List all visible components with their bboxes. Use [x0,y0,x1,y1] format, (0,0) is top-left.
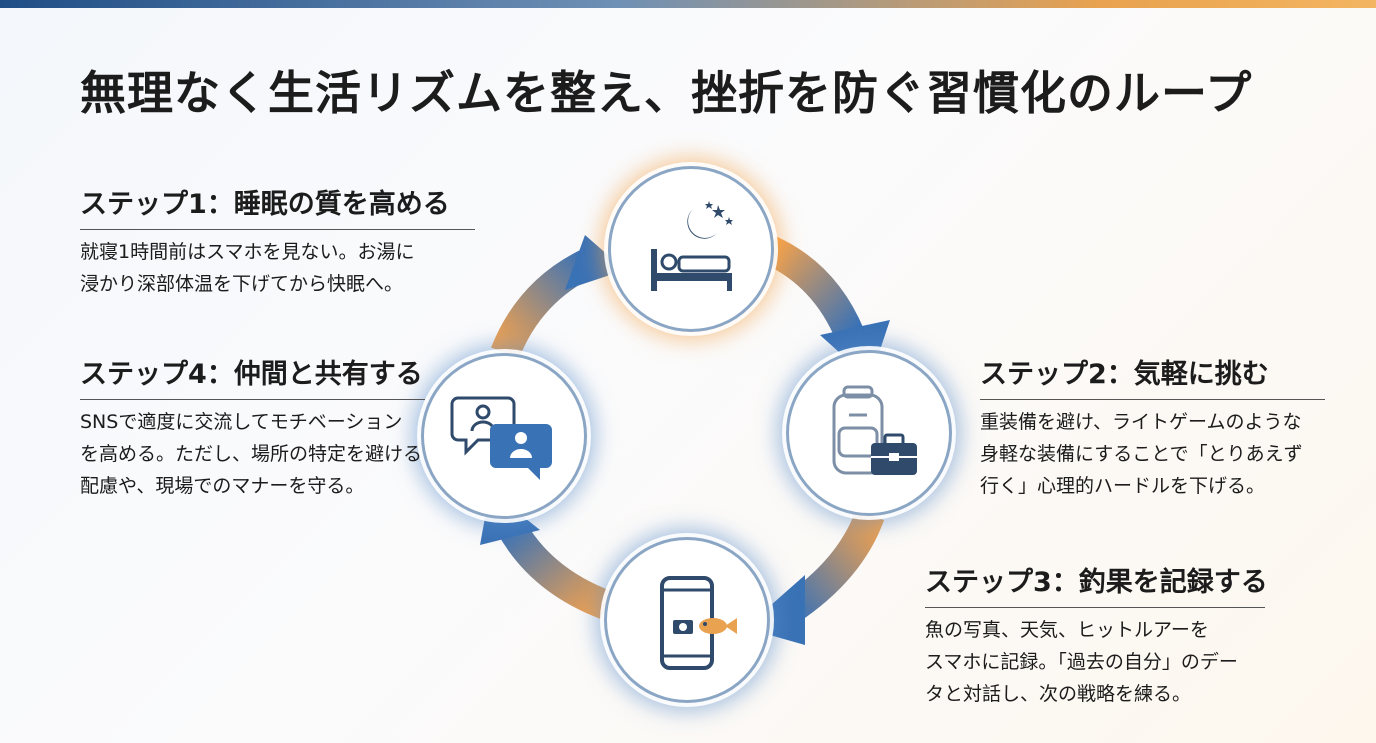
step4-heading: ステップ4：仲間と共有する [80,355,425,400]
step3-text: ステップ3：釣果を記録する 魚の写真、天気、ヒットルアーを スマホに記録。「過去… [925,563,1268,710]
page-title: 無理なく生活リズムを整え、挫折を防ぐ習慣化のループ [80,66,1253,120]
step2-heading: ステップ2：気軽に挑む [980,355,1325,400]
step2-node [786,350,952,516]
step3-body: 魚の写真、天気、ヒットルアーを スマホに記録。「過去の自分」のデー タと対話し、… [925,619,1238,705]
step2-body: 重装備を避け、ライトゲームのような 身軽な装備にすることで「とりあえず 行く」心… [980,411,1303,497]
step1-node [608,166,774,332]
step4-body: SNSで適度に交流してモチベーション を高める。ただし、場所の特定を避ける 配慮… [80,411,423,497]
step3-node [604,537,770,703]
arrow-step3-to-step4 [496,517,612,620]
step3-heading: ステップ3：釣果を記録する [925,563,1268,608]
arrowhead-step1 [565,235,625,290]
step1-body: 就寝1時間前はスマホを見ない。お湯に 浸かり深部体温を下げてから快眠へ。 [80,241,415,295]
chat-users-icon [450,396,552,480]
phone-camera-fish-icon [660,576,737,670]
sleep-bed-moon-icon [651,201,733,291]
step2-text: ステップ2：気軽に挑む 重装備を避け、ライトゲームのような 身軽な装備にすること… [980,355,1325,502]
step4-node [421,353,587,519]
arrow-step1-to-step2 [763,236,864,342]
backpack-toolbox-icon [832,385,917,475]
step1-text: ステップ1：睡眠の質を高める 就寝1時間前はスマホを見ない。お湯に 浸かり深部体… [80,185,475,300]
step1-heading: ステップ1：睡眠の質を高める [80,185,475,230]
top-accent-bar [0,0,1376,8]
step4-text: ステップ4：仲間と共有する SNSで適度に交流してモチベーション を高める。ただ… [80,355,425,502]
